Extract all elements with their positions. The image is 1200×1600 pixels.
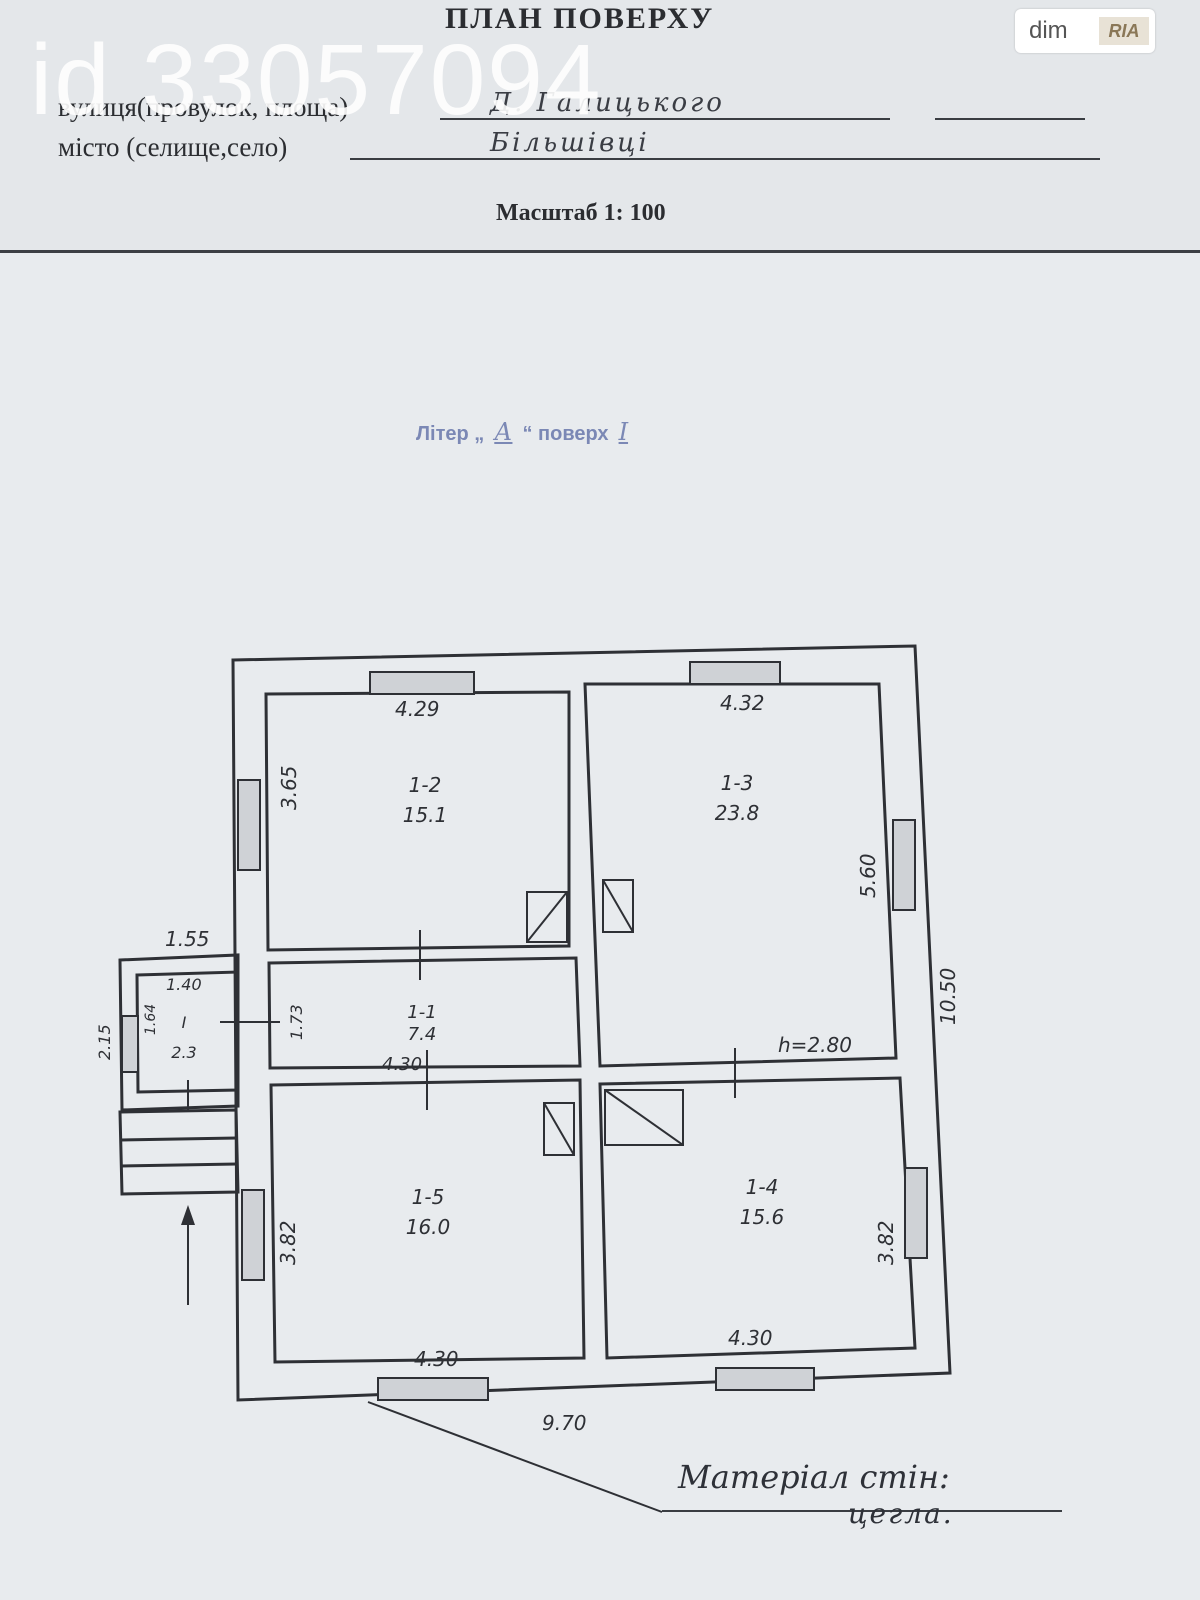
city-value: Більшівці	[490, 128, 650, 158]
window-right-2	[904, 1167, 928, 1259]
wall-material-label: Матеріал стін:	[678, 1458, 950, 1496]
room-1-1-area: 7.4	[408, 1024, 437, 1045]
litera-prefix: Літер „	[416, 423, 485, 445]
outer-wall	[231, 644, 952, 1402]
window-left-1	[237, 779, 261, 871]
dim-3-82-left: 3.82	[276, 1220, 300, 1265]
dim-5-60: 5.60	[856, 853, 880, 898]
ceiling-height: h=2.80	[778, 1033, 852, 1057]
room-1-2-area: 15.1	[403, 803, 448, 827]
street-line	[440, 118, 890, 120]
room-1-3-area: 23.8	[715, 801, 760, 825]
litera-floor: I	[618, 418, 629, 446]
room-1-5-outline	[269, 1078, 586, 1364]
room-annex-id: I	[182, 1013, 187, 1032]
dim-3-82-right: 3.82	[874, 1220, 898, 1265]
listing-id-watermark: id 33057094	[30, 24, 603, 136]
litera-stamp: Літер „ А “ поверх I	[416, 418, 638, 446]
window-top-left	[369, 671, 475, 695]
litera-middle: “ поверх	[522, 423, 609, 445]
room-1-4-id: 1-4	[746, 1175, 779, 1199]
room-1-2-id: 1-2	[409, 773, 442, 797]
dimria-logo[interactable]: dim RIA	[1015, 9, 1155, 53]
street-line-2	[935, 118, 1085, 120]
litera-letter: А	[494, 418, 513, 446]
dim-4-30-c: 4.30	[728, 1326, 773, 1350]
room-1-1-outline	[267, 956, 582, 1070]
dim-1-55: 1.55	[165, 927, 210, 951]
window-bottom-right	[715, 1367, 815, 1391]
stove-1	[526, 891, 568, 943]
dim-4-30-a: 4.30	[382, 1054, 422, 1075]
city-line	[350, 158, 1100, 160]
logo-dim-text: dim	[1029, 17, 1068, 44]
header-divider	[0, 250, 1200, 253]
room-annex-area: 2.3	[171, 1043, 196, 1062]
window-annex	[121, 1015, 139, 1073]
header-band	[0, 0, 1200, 252]
page-title: ПЛАН ПОВЕРХУ	[445, 2, 715, 35]
street-value: Д. Галицького	[490, 88, 725, 118]
dim-3-65: 3.65	[277, 765, 301, 810]
room-1-3-id: 1-3	[721, 771, 754, 795]
room-1-4-area: 15.6	[740, 1205, 785, 1229]
wall-material-value: цегла.	[848, 1497, 954, 1530]
dim-10-50: 10.50	[936, 968, 960, 1025]
city-label: місто (селище,село)	[58, 132, 288, 162]
room-1-4-outline	[598, 1076, 917, 1360]
window-top-right	[689, 661, 781, 685]
window-left-2	[241, 1189, 265, 1281]
room-1-3-outline	[583, 682, 898, 1068]
window-bottom-left	[377, 1377, 489, 1401]
dim-2-15: 2.15	[95, 1024, 114, 1060]
dim-1-64: 1.64	[143, 1004, 159, 1035]
room-1-1-id: 1-1	[407, 1002, 436, 1023]
logo-ria-badge: RIA	[1099, 17, 1149, 45]
material-underline	[662, 1510, 1062, 1512]
street-label: вулиця(провулок, площа)	[58, 92, 349, 122]
steps	[118, 1108, 240, 1196]
stove-2	[604, 1089, 684, 1146]
dim-9-70: 9.70	[542, 1411, 587, 1435]
window-right-1	[892, 819, 916, 911]
dim-4-29: 4.29	[395, 697, 440, 721]
room-1-5-id: 1-5	[412, 1185, 445, 1209]
scale-label: Масштаб 1: 100	[496, 200, 666, 226]
dim-4-30-b: 4.30	[414, 1347, 459, 1371]
room-1-5-area: 16.0	[406, 1215, 451, 1239]
dim-4-32: 4.32	[720, 691, 765, 715]
dim-1-40: 1.40	[166, 975, 202, 994]
dim-1-73: 1.73	[287, 1004, 306, 1040]
